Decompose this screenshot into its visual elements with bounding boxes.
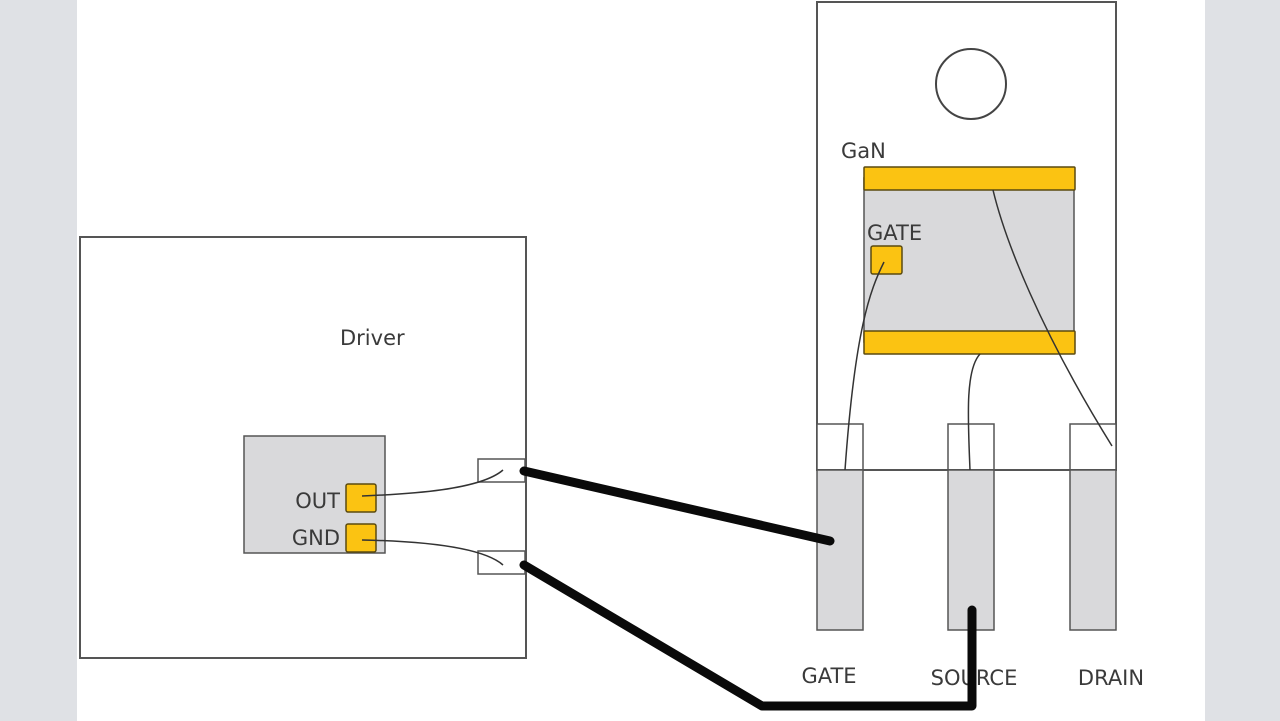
gan-bondwire-drain bbox=[992, 189, 1113, 447]
gan-package: GaN GATE GATE SOURCE DRAIN bbox=[801, 1, 1144, 690]
gan-title: GaN bbox=[841, 139, 886, 163]
driver-package: Driver OUT GND bbox=[79, 236, 527, 659]
driver-bondwire-gnd bbox=[361, 539, 504, 566]
driver-bondwire-out bbox=[361, 469, 504, 497]
driver-title: Driver bbox=[340, 326, 405, 350]
gan-lead-drain-top bbox=[1069, 423, 1117, 471]
gan-lead-drain bbox=[1069, 469, 1117, 631]
gan-bondwire-gate bbox=[844, 261, 885, 471]
gan-die-gate-pad bbox=[870, 245, 903, 275]
gan-source-bar bbox=[863, 330, 1076, 355]
gan-lead-gate-label: GATE bbox=[801, 664, 856, 688]
wire-out-to-gate bbox=[519, 466, 835, 546]
gan-lead-source-top bbox=[947, 423, 995, 471]
driver-pad-out bbox=[345, 483, 377, 513]
external-wires bbox=[519, 466, 977, 711]
wire-gnd-to-source bbox=[519, 560, 977, 711]
gan-lead-gate-top bbox=[816, 423, 864, 471]
gan-lead-gate bbox=[816, 469, 864, 631]
gan-bondwire-source bbox=[967, 353, 981, 471]
driver-pin-gnd-label: GND bbox=[292, 526, 340, 550]
gan-drain-bar bbox=[863, 166, 1076, 191]
driver-pad-gnd bbox=[345, 523, 377, 553]
driver-pin-out-label: OUT bbox=[295, 489, 340, 513]
gan-mounting-hole bbox=[935, 48, 1007, 120]
gan-lead-drain-label: DRAIN bbox=[1078, 666, 1144, 690]
gan-die-gate-label: GATE bbox=[867, 221, 922, 245]
